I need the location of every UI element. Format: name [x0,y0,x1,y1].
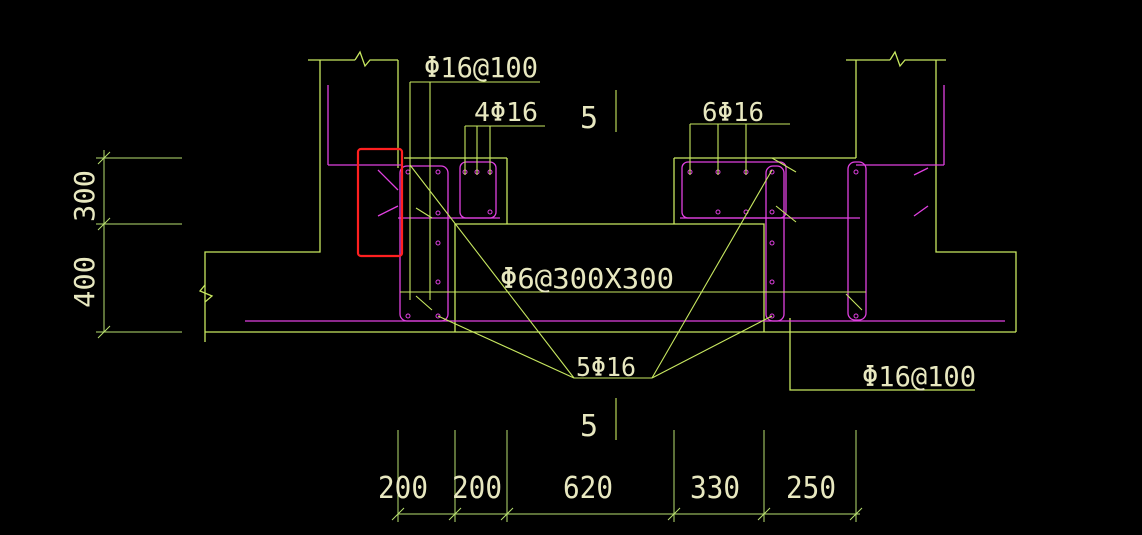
concrete-outline [198,50,1017,391]
section-mark-top: 5 [580,101,598,136]
dim-vertical-300: 300 [68,170,101,222]
label-bottom-bars: 5Φ16 [576,353,636,383]
dim-vertical-400: 400 [68,256,101,308]
dim-horizontal-2: 200 [452,471,502,506]
dim-horizontal-3: 620 [563,471,613,506]
annotation-labels: Φ16@100 4Φ16 6Φ16 5 Φ6@300X300 5Φ16 Φ16@… [68,51,976,506]
label-right-stirrup: Φ16@100 [862,360,976,393]
rebar-lines [245,85,1005,322]
label-top-stirrup: Φ16@100 [424,51,538,84]
leader-lines [400,81,866,440]
label-right-top-bars: 6Φ16 [702,98,764,128]
section-mark-bottom: 5 [580,409,598,444]
vertical-dimension [96,150,182,339]
highlight-box [356,147,404,258]
dim-horizontal-5: 250 [786,471,836,506]
label-mesh: Φ6@300X300 [500,262,674,295]
dim-horizontal-4: 330 [690,471,740,506]
label-left-top-bars: 4Φ16 [474,98,538,128]
dim-horizontal-1: 200 [378,471,428,506]
rebar-dots [405,169,859,319]
horizontal-dimension [391,430,863,522]
